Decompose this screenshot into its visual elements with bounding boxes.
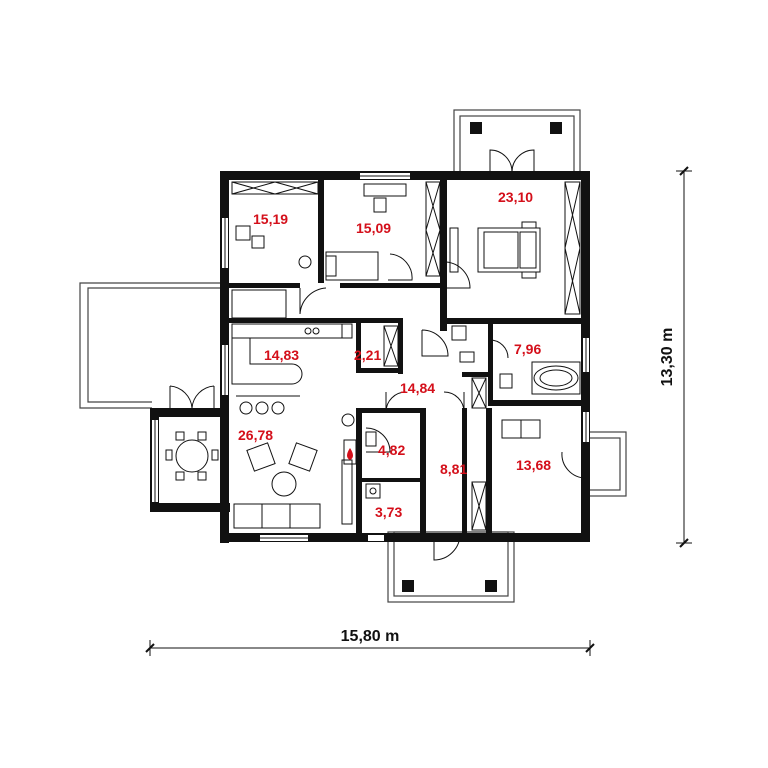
area-label-study: 13,68 xyxy=(516,457,551,473)
doors xyxy=(169,149,587,561)
area-label-bathroom: 7,96 xyxy=(514,341,541,357)
area-label-bedroom-1: 15,19 xyxy=(253,211,288,227)
area-label-boiler: 4,82 xyxy=(378,442,405,458)
area-label-kitchen: 14,83 xyxy=(264,347,299,363)
area-label-pantry: 2,21 xyxy=(354,347,381,363)
dimension-depth: 13,30 m xyxy=(659,166,692,548)
depth-dimension-label: 13,30 m xyxy=(659,328,676,387)
dimension-width: 15,80 m xyxy=(145,628,595,656)
area-label-bedroom-2: 15,09 xyxy=(356,220,391,236)
wardrobes xyxy=(231,181,581,531)
area-label-hall: 14,84 xyxy=(400,380,435,396)
room-labels: 15,19 15,09 23,10 14,83 2,21 14,84 7,96 … xyxy=(238,189,551,520)
furniture xyxy=(165,183,581,529)
area-label-vestibule: 8,81 xyxy=(440,461,467,477)
porch-right xyxy=(587,431,627,497)
area-label-master-bedroom: 23,10 xyxy=(498,189,533,205)
porch-bottom xyxy=(387,531,515,603)
width-dimension-label: 15,80 m xyxy=(341,628,400,645)
area-label-wc: 3,73 xyxy=(375,504,402,520)
terrace-left xyxy=(79,282,222,409)
windows xyxy=(152,173,589,541)
balcony-top xyxy=(453,109,581,173)
area-label-living: 26,78 xyxy=(238,427,273,443)
interior-walls xyxy=(220,171,590,534)
